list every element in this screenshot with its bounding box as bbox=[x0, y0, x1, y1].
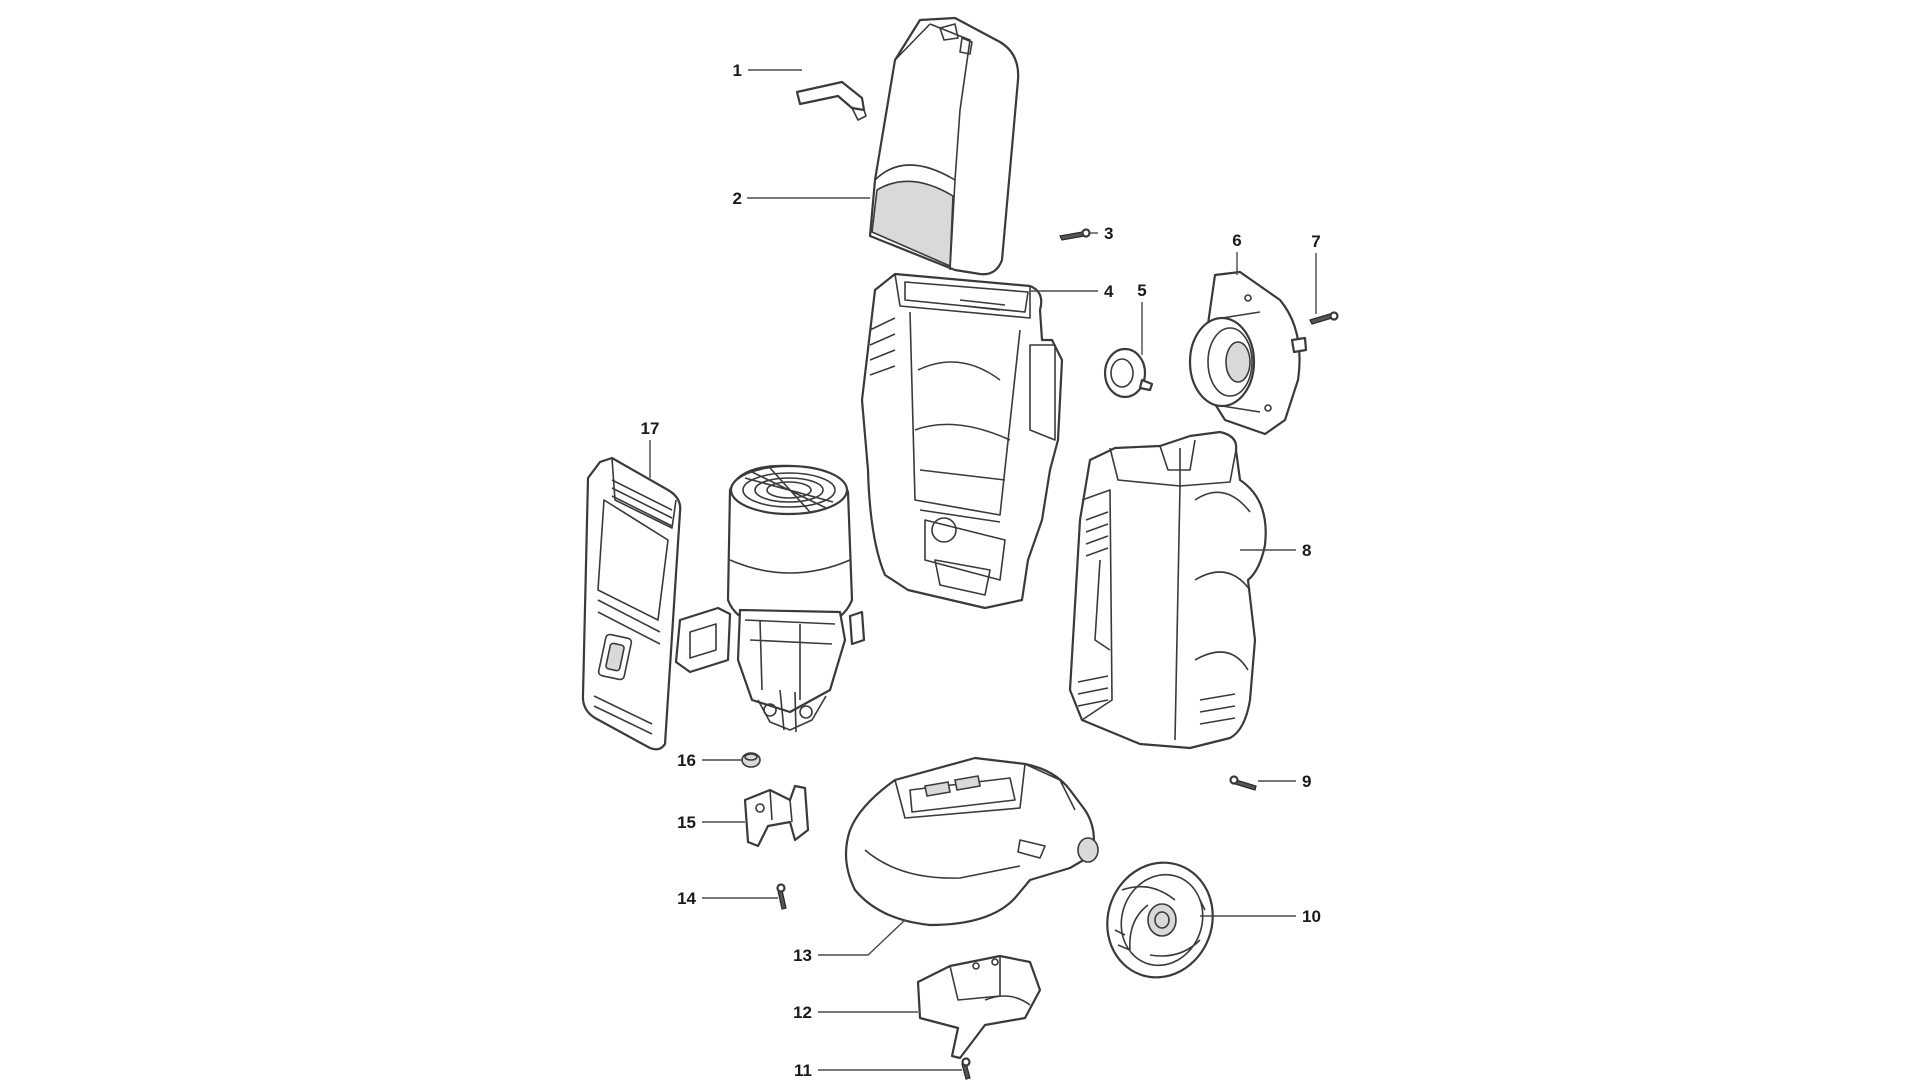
part-4-main-housing bbox=[860, 272, 1064, 610]
callout-12: 12 bbox=[793, 1003, 812, 1022]
callout-15: 15 bbox=[677, 813, 696, 832]
leader-13 bbox=[818, 919, 906, 956]
part-12-bracket bbox=[916, 954, 1042, 1060]
callout-3: 3 bbox=[1104, 224, 1113, 243]
callout-11: 11 bbox=[794, 1061, 812, 1080]
part-7-screw bbox=[1309, 311, 1339, 325]
callout-10: 10 bbox=[1302, 907, 1321, 926]
part-3-screw bbox=[1059, 228, 1091, 241]
callout-17: 17 bbox=[641, 419, 660, 438]
part-17-front-panel bbox=[581, 456, 682, 751]
part-11-screw bbox=[961, 1057, 971, 1080]
callout-5: 5 bbox=[1137, 281, 1146, 300]
callout-labels: 1 2 3 4 5 6 7 8 9 10 11 12 13 14 15 16 1… bbox=[641, 61, 1321, 1080]
callout-16: 16 bbox=[677, 751, 696, 770]
part-6-reel-plate bbox=[1188, 270, 1308, 436]
leader-lines bbox=[649, 69, 1317, 1071]
part-14-screw bbox=[776, 883, 787, 910]
part-13-base bbox=[844, 756, 1099, 927]
callout-1: 1 bbox=[733, 61, 742, 80]
part-2-top-cover bbox=[868, 16, 1020, 276]
part-5-cap bbox=[1103, 347, 1154, 399]
callout-8: 8 bbox=[1302, 541, 1311, 560]
part-10-wheel bbox=[1106, 861, 1214, 979]
part-1-handle-grip bbox=[795, 80, 867, 121]
callout-6: 6 bbox=[1232, 231, 1241, 250]
callout-13: 13 bbox=[793, 946, 812, 965]
part-16-plug bbox=[741, 752, 761, 768]
callout-4: 4 bbox=[1104, 282, 1114, 301]
part-8-rear-housing bbox=[1068, 430, 1267, 750]
part-15-holder bbox=[743, 784, 810, 848]
motor-pump-assembly bbox=[674, 464, 866, 733]
callout-2: 2 bbox=[733, 189, 742, 208]
callout-9: 9 bbox=[1302, 772, 1311, 791]
callout-7: 7 bbox=[1311, 232, 1320, 251]
callout-14: 14 bbox=[677, 889, 696, 908]
part-9-screw bbox=[1229, 775, 1257, 791]
